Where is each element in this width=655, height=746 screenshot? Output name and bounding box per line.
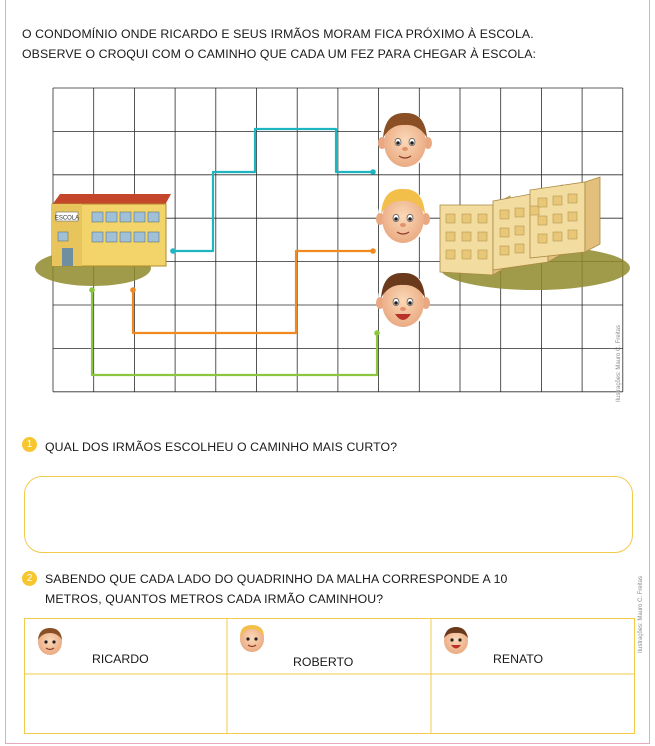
question-1-number: 1 <box>22 437 37 452</box>
school-building: ESCOLA <box>35 194 171 286</box>
question-2-text: SABENDO QUE CADA LADO DO QUADRINHO DA MA… <box>45 569 507 609</box>
brothers-faces <box>376 112 432 328</box>
intro-line-2: OBSERVE O CROQUI COM O CAMINHO QUE CADA … <box>22 47 537 61</box>
roberto-route <box>131 249 375 335</box>
header-ricardo: RICARDO <box>25 619 228 675</box>
table-credit: Ilustrações: Mauro C. Freitas <box>638 575 644 653</box>
answer-renato[interactable] <box>432 675 636 735</box>
question-1: 1 QUAL DOS IRMÃOS ESCOLHEU O CAMINHO MAI… <box>22 437 397 457</box>
question-2-number: 2 <box>22 571 37 586</box>
answer-1-box[interactable] <box>24 476 633 553</box>
name-ricardo: RICARDO <box>92 652 149 666</box>
intro-line-1: O CONDOMÍNIO ONDE RICARDO E SEUS IRMÃOS … <box>22 27 534 41</box>
name-roberto: ROBERTO <box>293 655 354 669</box>
page-border <box>5 0 650 744</box>
renato-face-icon <box>444 627 468 654</box>
intro-text: O CONDOMÍNIO ONDE RICARDO E SEUS IRMÃOS … <box>22 24 637 64</box>
ricardo-route-endpoint <box>370 169 376 175</box>
header-renato: RENATO <box>432 619 636 675</box>
roberto-face-icon <box>240 625 264 652</box>
renato-route-endpoint <box>374 330 380 336</box>
school-sign: ESCOLA <box>55 216 79 222</box>
answer-roberto[interactable] <box>228 675 432 735</box>
renato-route <box>90 288 379 377</box>
renato-map-face <box>376 272 430 328</box>
table-lines <box>24 618 635 734</box>
answers-table: RICARDO ROBERTO RENATO <box>24 618 635 734</box>
ricardo-route-endpoint <box>170 248 176 254</box>
header-roberto: ROBERTO <box>228 619 432 675</box>
answer-ricardo[interactable] <box>25 675 228 735</box>
roberto-route-endpoint <box>130 287 136 293</box>
roberto-route-endpoint <box>370 248 376 254</box>
question-2-line-1: SABENDO QUE CADA LADO DO QUADRINHO DA MA… <box>45 572 508 586</box>
map-credit: Ilustrações: Mauro C. Freitas <box>616 325 622 402</box>
question-2: 2 SABENDO QUE CADA LADO DO QUADRINHO DA … <box>22 569 507 609</box>
ricardo-map-face <box>378 112 432 168</box>
ricardo-face-icon <box>38 628 62 655</box>
renato-route-endpoint <box>89 287 95 293</box>
question-1-text: QUAL DOS IRMÃOS ESCOLHEU O CAMINHO MAIS … <box>45 440 398 454</box>
name-renato: RENATO <box>493 652 544 666</box>
question-2-line-2: METROS, QUANTOS METROS CADA IRMÃO CAMINH… <box>45 592 384 606</box>
ricardo-route <box>171 127 375 253</box>
condominium-buildings <box>439 176 630 290</box>
roberto-map-face <box>376 188 430 244</box>
